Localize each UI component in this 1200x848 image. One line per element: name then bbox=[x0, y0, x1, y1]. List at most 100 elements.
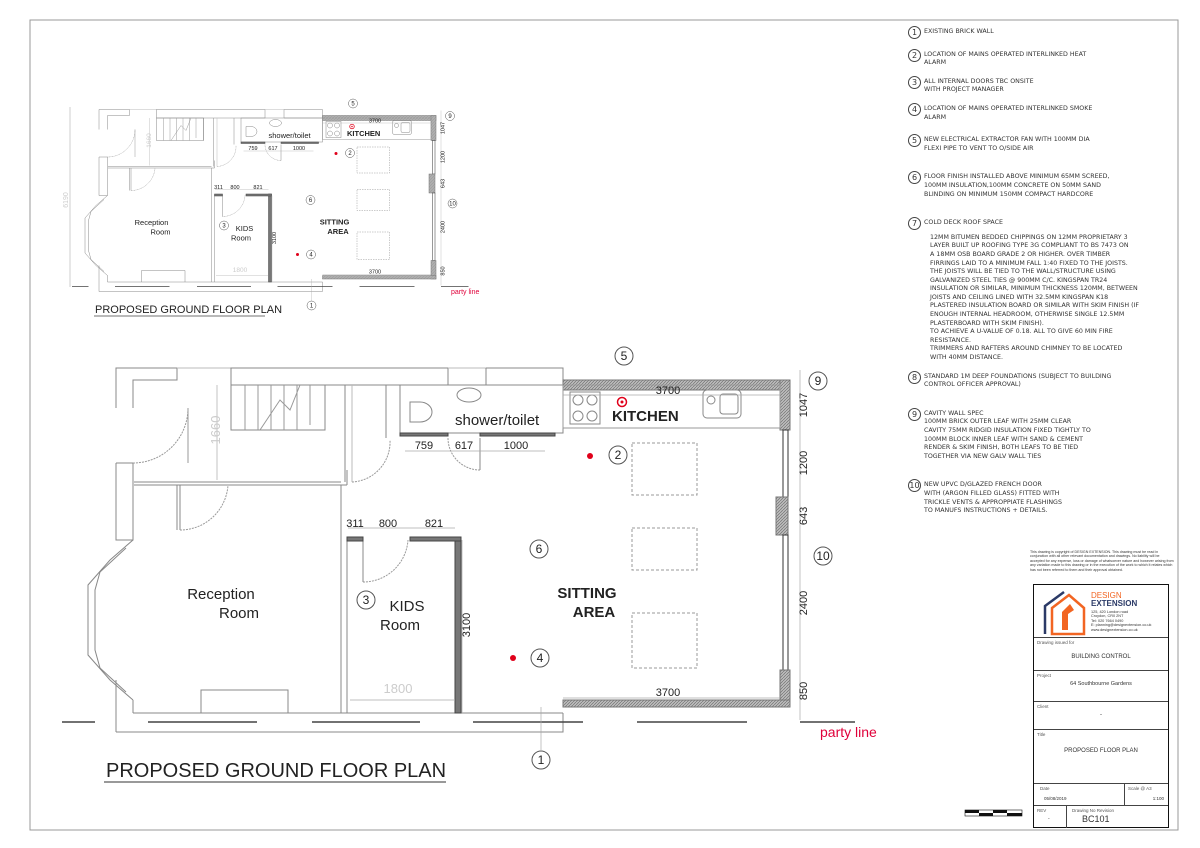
callout-circle bbox=[813, 546, 833, 566]
drawing-no-value: BC101 bbox=[1082, 814, 1110, 824]
phone: Tel: 020 7664 0490 bbox=[1091, 618, 1124, 623]
callout-number: 4 bbox=[537, 651, 544, 665]
small-ground-floor-plan bbox=[71, 98, 480, 311]
note-text: FLOOR FINISH INSTALLED ABOVE MINIMUM 65m… bbox=[924, 173, 1110, 198]
callout-6: 6 bbox=[529, 539, 549, 559]
plan-title: PROPOSED GROUND FLOOR PLAN bbox=[106, 760, 446, 782]
callout-circle bbox=[614, 346, 634, 366]
callout-number: 9 bbox=[815, 374, 822, 388]
small-plan-title: PROPOSED GROUND FLOOR PLAN bbox=[95, 304, 282, 316]
issued-for-label: Drawing issued for bbox=[1037, 640, 1075, 645]
callout-number: 1 bbox=[538, 753, 545, 767]
dim-850: 850 bbox=[798, 682, 810, 700]
note-text: 12MM BITUMEN BEDDED CHIPPINGS ON 12MM PR… bbox=[930, 233, 1140, 362]
stair-treads bbox=[244, 384, 311, 431]
note-number-icon: 8 bbox=[908, 370, 921, 384]
rev-value: - bbox=[1048, 816, 1050, 822]
alarm-markers bbox=[510, 396, 628, 661]
client-value: - bbox=[1100, 712, 1102, 718]
room-label-shower: shower/toilet bbox=[455, 412, 540, 429]
note-text: LOCATION OF MAINS OPERATED INTERLINKED H… bbox=[924, 50, 1087, 67]
basin-icon bbox=[456, 387, 482, 403]
room-label-area: AREA bbox=[573, 604, 616, 621]
room-label-kids-room: Room bbox=[380, 617, 420, 634]
dim-643: 643 bbox=[798, 507, 810, 525]
ground-floor-plan: KITCHEN shower/toilet SITTING AREA Recep… bbox=[62, 346, 877, 770]
callout-circle bbox=[531, 750, 551, 770]
note-text: ALL INTERNAL DOORS TBC ONSITE WITH PROJE… bbox=[924, 77, 1034, 94]
note-number-icon: 4 bbox=[908, 102, 921, 116]
dim-sitting-width: 3700 bbox=[656, 687, 680, 699]
project-label: Project bbox=[1037, 673, 1052, 678]
toilet-icon bbox=[409, 401, 433, 423]
dimension-lines bbox=[216, 370, 801, 750]
room-label-kids: KIDS bbox=[389, 598, 424, 615]
date-value: 05/08/2019 bbox=[1044, 796, 1067, 801]
callout-4: 4 bbox=[530, 648, 550, 668]
title-value: PROPOSED FLOOR PLAN bbox=[1064, 748, 1138, 754]
dim-617: 617 bbox=[455, 440, 473, 452]
date-label: Date bbox=[1040, 786, 1050, 791]
note-item: 12MM BITUMEN BEDDED CHIPPINGS ON 12MM PR… bbox=[908, 234, 1158, 363]
note-number-icon: 9 bbox=[908, 407, 921, 421]
client-label: Client bbox=[1037, 704, 1049, 709]
dim-1660: 1660 bbox=[208, 416, 223, 445]
note-text: NEW UPVC D/GLAZED FRENCH DOOR WITH (ARGO… bbox=[924, 481, 1062, 515]
callout-10: 10 bbox=[813, 546, 833, 566]
website: www.designextension.co.uk bbox=[1091, 627, 1138, 632]
small-plan-extras: 6190 PROPOSED GROUND FLOOR PLAN bbox=[63, 107, 282, 317]
note-text: LOCATION OF MAINS OPERATED INTERLINKED S… bbox=[924, 104, 1093, 121]
dim-821: 821 bbox=[425, 518, 443, 530]
note-text: CAVITY WALL SPEC 100MM BRICK OUTER LEAF … bbox=[924, 409, 1091, 460]
email: E: planning@designextension.co.uk bbox=[1091, 623, 1152, 628]
note-number-icon: 5 bbox=[908, 134, 921, 148]
callout-circle bbox=[808, 371, 828, 391]
callout-circle bbox=[529, 539, 549, 559]
existing-walls bbox=[62, 367, 855, 733]
callout-5: 5 bbox=[614, 346, 634, 366]
rev-drawing-row: REV - Drawing No Revision BC101 bbox=[1034, 805, 1168, 828]
callout-1: 1 bbox=[531, 750, 551, 770]
design-extension-logo bbox=[1043, 590, 1086, 636]
sheet-border bbox=[29, 19, 1179, 831]
drawing-no-label: Drawing No Revision bbox=[1072, 808, 1115, 813]
window bbox=[782, 429, 789, 498]
callout-2: 2 bbox=[608, 445, 628, 465]
dim-759: 759 bbox=[415, 440, 433, 452]
client-row: Client - bbox=[1034, 701, 1168, 730]
issued-for-value: BUILDING CONTROL bbox=[1071, 654, 1131, 660]
note-text: EXISTING BRICK WALL bbox=[924, 28, 994, 35]
issued-for-row: Drawing issued for BUILDING CONTROL bbox=[1034, 637, 1168, 671]
callout-circle bbox=[356, 590, 376, 610]
note-text: COLD DECK ROOF SPACE bbox=[924, 219, 1003, 227]
brand-name-extension: EXTENSION bbox=[1091, 599, 1138, 608]
rooflights bbox=[631, 442, 698, 669]
note-text: STANDARD 1M DEEP FOUNDATIONS (SUBJECT TO… bbox=[924, 372, 1112, 389]
french-door bbox=[782, 534, 789, 671]
dim-311: 311 bbox=[346, 518, 364, 530]
scale-label: Scale @ A3 bbox=[1128, 786, 1152, 791]
note-text: NEW ELECTRICAL EXTRACTOR FAN WITH 100MM … bbox=[924, 136, 1090, 152]
address-line: Croydon, CR0 2NT bbox=[1091, 614, 1124, 619]
callout-number: 10 bbox=[816, 549, 830, 563]
note-number-icon: 7 bbox=[908, 217, 921, 231]
room-label-reception-room: Room bbox=[219, 605, 259, 622]
address-line: 125, 420 London road bbox=[1091, 610, 1129, 614]
title-row: Title PROPOSED FLOOR PLAN bbox=[1034, 729, 1168, 784]
title-label: Title bbox=[1037, 732, 1046, 737]
room-label-kitchen: KITCHEN bbox=[612, 408, 679, 425]
dim-1800: 1800 bbox=[384, 681, 413, 696]
callout-9: 9 bbox=[808, 371, 828, 391]
